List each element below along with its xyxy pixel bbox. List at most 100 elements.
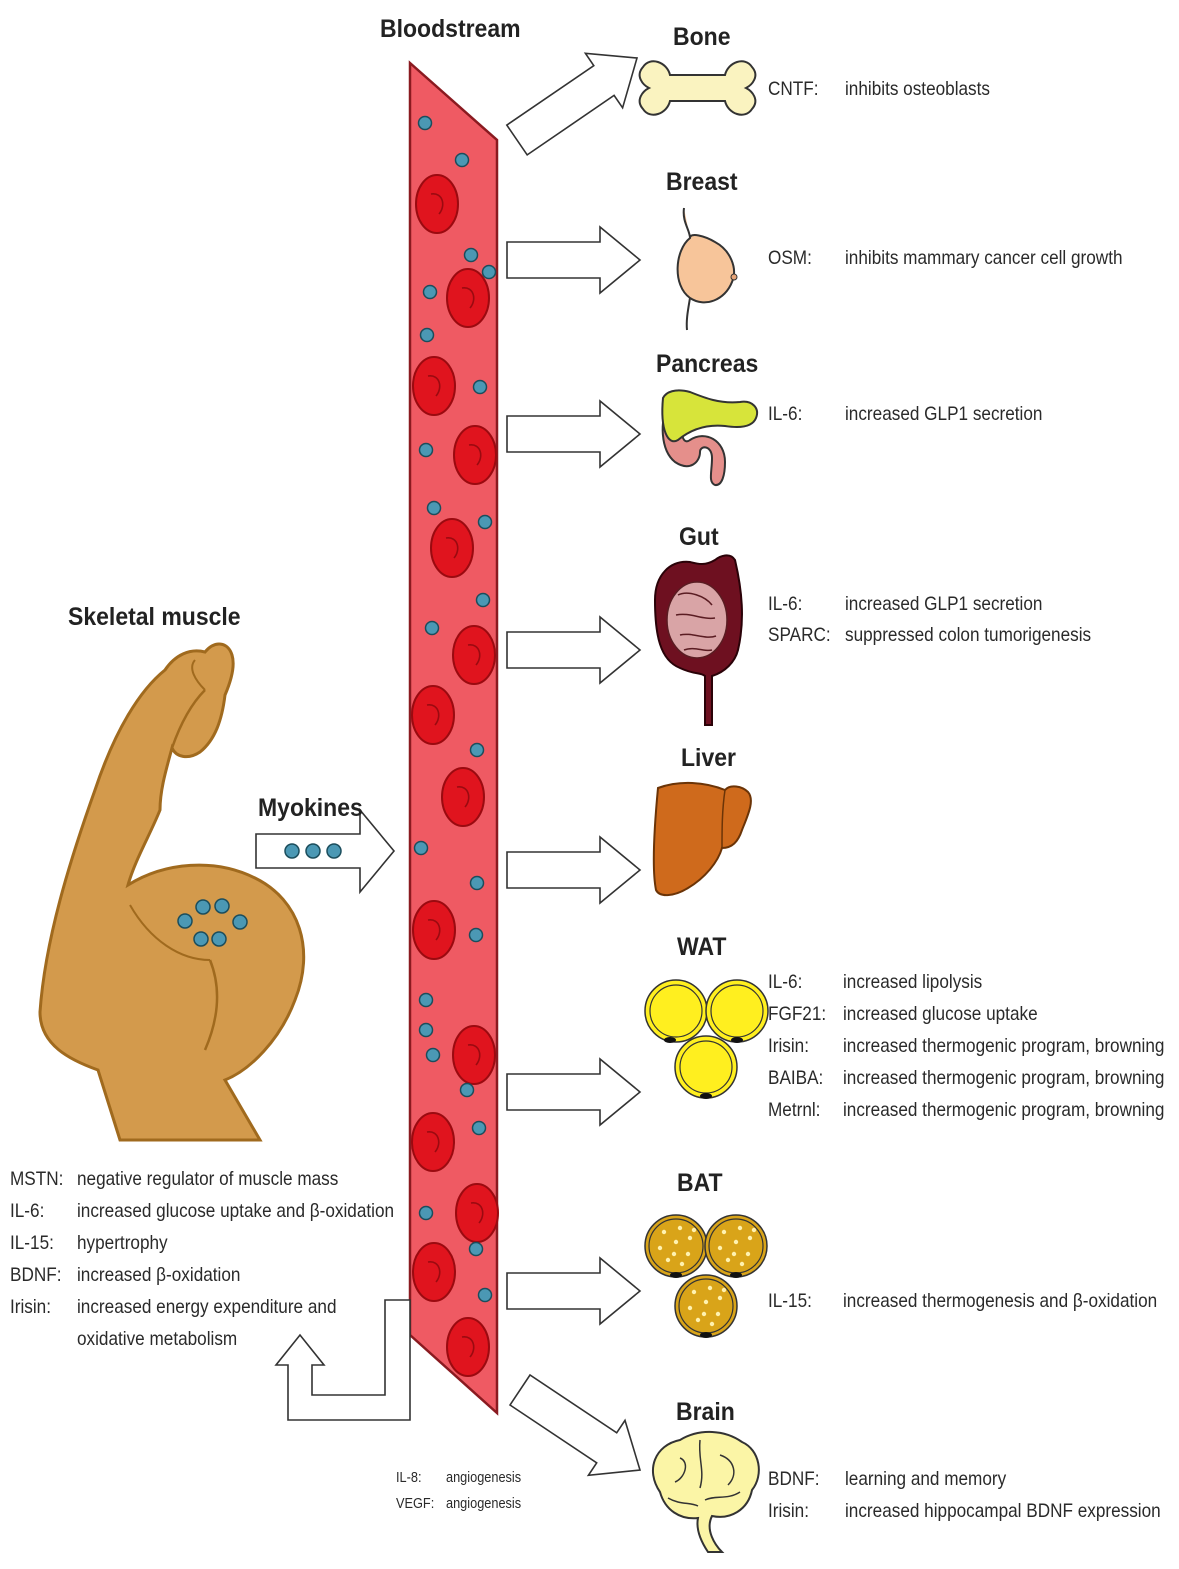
- myokine-dot: [483, 266, 496, 279]
- muscle-effect-4: increased β-oxidation: [77, 1266, 240, 1286]
- wat-factor-1: IL-6:: [768, 973, 802, 993]
- organ-arrow: [507, 617, 640, 683]
- bloodstream: [410, 63, 498, 1413]
- organ-arrow: [507, 227, 640, 293]
- myokines-title: Myokines: [258, 796, 363, 821]
- myokine-dot: [428, 502, 441, 515]
- organ-arrow: [507, 53, 637, 155]
- brain-title: Brain: [676, 1400, 735, 1425]
- myokine-dot: [215, 899, 229, 913]
- breast-icon: [678, 208, 737, 330]
- red-blood-cell: [442, 768, 484, 826]
- red-blood-cell: [453, 1026, 495, 1084]
- bloodstream-effect-2: angiogenesis: [446, 1496, 521, 1511]
- breast-title: Breast: [666, 170, 738, 195]
- organ-arrow: [507, 837, 640, 903]
- muscle-factor-3: IL-15:: [10, 1234, 54, 1254]
- myokine-dot: [471, 877, 484, 890]
- brain-effect-1: learning and memory: [845, 1470, 1006, 1490]
- wat-cell: [675, 1036, 737, 1099]
- red-blood-cell: [413, 357, 455, 415]
- myokine-dot: [427, 1049, 440, 1062]
- bloodstream-factor-1: IL-8:: [396, 1470, 422, 1485]
- myokine-dot: [456, 154, 469, 167]
- red-blood-cell: [412, 686, 454, 744]
- bone-title: Bone: [673, 25, 731, 50]
- myokines-arrow: [256, 810, 394, 892]
- bat-factor: IL-15:: [768, 1292, 812, 1312]
- myokine-dot: [461, 1084, 474, 1097]
- muscle-effect-1: negative regulator of muscle mass: [77, 1170, 338, 1190]
- brain-factor-2: Irisin:: [768, 1502, 809, 1522]
- red-blood-cell: [416, 175, 458, 233]
- breast-effect: inhibits mammary cancer cell growth: [845, 249, 1123, 269]
- myokine-dot: [415, 842, 428, 855]
- bone-effect: inhibits osteoblasts: [845, 80, 990, 100]
- wat-effect-2: increased glucose uptake: [843, 1005, 1038, 1025]
- muscle-factor-5: Irisin:: [10, 1298, 51, 1318]
- gut-icon: [655, 555, 742, 725]
- bat-cell: [645, 1215, 707, 1278]
- gut-factor-2: SPARC:: [768, 626, 831, 646]
- muscle-effect-5: increased energy expenditure and: [77, 1298, 336, 1318]
- pancreas-effect: increased GLP1 secretion: [845, 405, 1042, 425]
- gut-factor-1: IL-6:: [768, 595, 802, 615]
- wat-effect-1: increased lipolysis: [843, 973, 982, 993]
- brain-factor-1: BDNF:: [768, 1470, 819, 1490]
- myokine-dot: [473, 1122, 486, 1135]
- myokine-dot: [327, 844, 341, 858]
- wat-cell: [645, 980, 707, 1043]
- myokine-dot: [212, 932, 226, 946]
- myokine-dot: [285, 844, 299, 858]
- muscle-factor-2: IL-6:: [10, 1202, 44, 1222]
- pancreas-title: Pancreas: [656, 352, 758, 377]
- bone-icon: [640, 61, 756, 114]
- breast-factor: OSM:: [768, 249, 812, 269]
- bat-icon: [645, 1215, 767, 1338]
- red-blood-cell: [456, 1184, 498, 1242]
- gut-effect-1: increased GLP1 secretion: [845, 595, 1042, 615]
- bat-title: BAT: [677, 1171, 723, 1196]
- bloodstream-title: Bloodstream: [380, 17, 521, 42]
- wat-factor-3: Irisin:: [768, 1037, 809, 1057]
- muscle-effect-2: increased glucose uptake and β-oxidation: [77, 1202, 394, 1222]
- muscle-factor-4: BDNF:: [10, 1266, 61, 1286]
- myokine-dot: [420, 1207, 433, 1220]
- wat-effect-3: increased thermogenic program, browning: [843, 1037, 1164, 1057]
- liver-title: Liver: [681, 746, 736, 771]
- myokine-dot: [479, 516, 492, 529]
- wat-factor-4: BAIBA:: [768, 1069, 823, 1089]
- myokine-dot: [477, 594, 490, 607]
- myokine-dot: [471, 744, 484, 757]
- muscle-effect-6: oxidative metabolism: [77, 1330, 237, 1350]
- wat-effect-5: increased thermogenic program, browning: [843, 1101, 1164, 1121]
- organ-arrows: [507, 53, 640, 1475]
- red-blood-cell: [412, 1113, 454, 1171]
- pancreas-icon: [662, 390, 757, 485]
- liver-icon: [654, 783, 751, 895]
- bat-effect: increased thermogenesis and β-oxidation: [843, 1292, 1157, 1312]
- gut-effect-2: suppressed colon tumorigenesis: [845, 626, 1091, 646]
- organ-arrow: [507, 1258, 640, 1324]
- myokine-dot: [306, 844, 320, 858]
- red-blood-cell: [447, 1318, 489, 1376]
- myokine-dot: [419, 117, 432, 130]
- gut-title: Gut: [679, 525, 719, 550]
- muscle-factor-1: MSTN:: [10, 1170, 63, 1190]
- organ-arrow: [507, 401, 640, 467]
- myokine-dot: [470, 929, 483, 942]
- myokine-dot: [420, 444, 433, 457]
- wat-factor-2: FGF21:: [768, 1005, 826, 1025]
- myokine-dot: [479, 1289, 492, 1302]
- bat-cell: [675, 1275, 737, 1338]
- bloodstream-factor-2: VEGF:: [396, 1496, 434, 1511]
- myokine-dot: [420, 994, 433, 1007]
- myokine-dot: [465, 249, 478, 262]
- myokine-dot: [470, 1243, 483, 1256]
- myokine-dot: [420, 1024, 433, 1037]
- brain-effect-2: increased hippocampal BDNF expression: [845, 1502, 1161, 1522]
- bloodstream-effect-1: angiogenesis: [446, 1470, 521, 1485]
- red-blood-cell: [413, 1243, 455, 1301]
- red-blood-cell: [447, 269, 489, 327]
- red-blood-cell: [431, 519, 473, 577]
